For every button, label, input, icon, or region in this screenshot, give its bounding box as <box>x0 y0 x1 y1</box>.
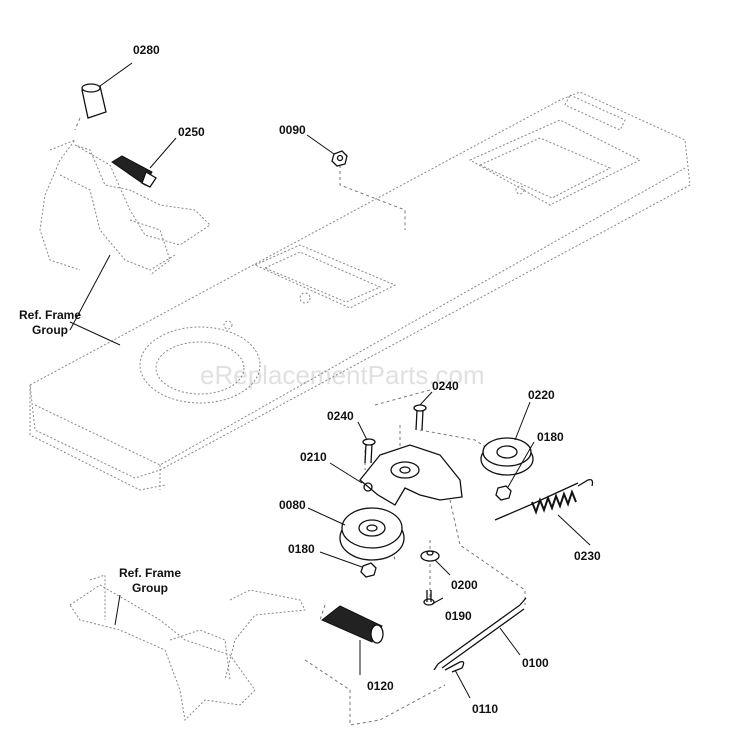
assembly-lines <box>74 117 526 726</box>
part-0230-spring[interactable] <box>494 478 594 521</box>
label-ref-frame-1-line2: Group <box>32 323 68 337</box>
label-0240-a: 0240 <box>327 409 354 423</box>
part-0180-nut-b[interactable] <box>360 562 377 578</box>
label-0240-b: 0240 <box>432 379 459 393</box>
label-0200: 0200 <box>451 578 478 592</box>
part-0180-nut-a[interactable] <box>495 485 512 501</box>
lower-frame-outline <box>69 574 306 722</box>
part-0080-pulley[interactable] <box>339 507 405 561</box>
label-0120: 0120 <box>367 679 394 693</box>
part-0210-idler-bracket[interactable] <box>359 444 463 506</box>
label-0190: 0190 <box>445 609 472 623</box>
part-0090-nut[interactable] <box>331 150 348 167</box>
label-0100: 0100 <box>522 656 549 670</box>
part-labels: 0280 0250 0090 Ref. Frame Group 0240 024… <box>19 43 601 716</box>
label-0110: 0110 <box>472 702 498 716</box>
label-0220: 0220 <box>528 388 555 402</box>
label-0090: 0090 <box>279 123 306 137</box>
frame-outline <box>29 91 691 491</box>
part-0250-grip[interactable] <box>111 155 157 188</box>
part-0200-spacer[interactable] <box>420 550 440 562</box>
part-0120-grip[interactable] <box>321 605 384 644</box>
label-0180-a: 0180 <box>537 430 564 444</box>
label-0230: 0230 <box>574 549 601 563</box>
part-0100-rod[interactable] <box>433 597 527 671</box>
label-ref-frame-2-line1: Ref. Frame <box>119 566 181 580</box>
part-0240-bolt-b[interactable] <box>413 404 427 431</box>
watermark: eReplacementParts.com <box>200 360 485 390</box>
label-0250: 0250 <box>178 125 205 139</box>
label-ref-frame-1-line1: Ref. Frame <box>19 308 81 322</box>
label-0180-b: 0180 <box>288 542 315 556</box>
label-0080: 0080 <box>279 498 306 512</box>
label-0210: 0210 <box>300 450 327 464</box>
label-ref-frame-2-line2: Group <box>132 581 168 595</box>
part-0280-sleeve[interactable] <box>81 83 107 119</box>
part-0190-bolt[interactable] <box>423 590 435 606</box>
label-0280: 0280 <box>133 43 160 57</box>
part-0240-bolt-a[interactable] <box>362 438 376 464</box>
part-0110-clip[interactable] <box>444 660 465 673</box>
leader-lines <box>69 62 591 699</box>
